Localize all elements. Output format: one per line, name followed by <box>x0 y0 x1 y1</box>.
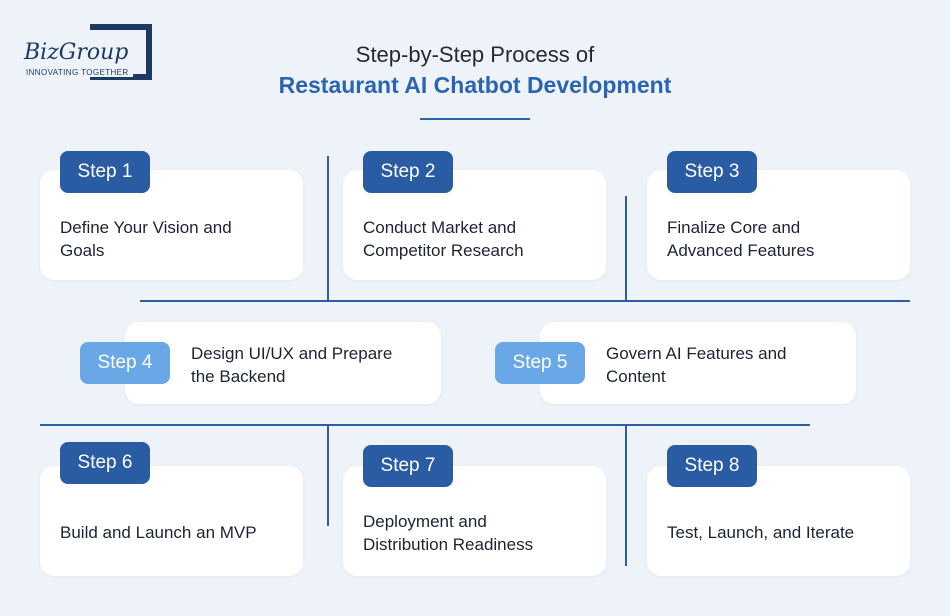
step-text-7: Deployment and Distribution Readiness <box>363 512 534 554</box>
step-badge-6: Step 6 <box>60 442 150 484</box>
logo-wordmark: BizGroup <box>24 40 133 66</box>
step-badge-1: Step 1 <box>60 151 150 193</box>
step-text-8: Test, Launch, and Iterate <box>667 523 855 542</box>
page-title-line1: Step-by-Step Process of <box>355 42 595 67</box>
step-badge-5: Step 5 <box>495 342 585 384</box>
step-card-5 <box>540 322 856 404</box>
title-underline <box>420 118 530 120</box>
step-text-2: Conduct Market and Competitor Research <box>363 218 524 260</box>
step-card-4 <box>125 322 441 404</box>
step-badge-7: Step 7 <box>363 445 453 487</box>
step-badge-8: Step 8 <box>667 445 757 487</box>
step-text-6: Build and Launch an MVP <box>60 523 257 542</box>
divider-vertical-2-3 <box>625 196 627 300</box>
bizgroup-logo: BizGroup INNOVATING TOGETHER <box>24 24 156 84</box>
divider-horizontal-top <box>140 300 910 302</box>
divider-horizontal-bottom <box>40 424 810 426</box>
logo-frame <box>90 24 152 80</box>
logo-tagline: INNOVATING TOGETHER <box>26 68 133 77</box>
page-title-line2: Restaurant AI Chatbot Development <box>278 72 672 98</box>
step-card-6 <box>40 466 303 576</box>
step-text-5: Govern AI Features and Content <box>606 344 787 386</box>
step-text-1: Define Your Vision and Goals <box>60 218 232 260</box>
step-badge-4: Step 4 <box>80 342 170 384</box>
step-text-3: Finalize Core and Advanced Features <box>667 218 815 260</box>
step-badge-3: Step 3 <box>667 151 757 193</box>
divider-vertical-6-7 <box>327 426 329 526</box>
step-text-4: Design UI/UX and Prepare the Backend <box>191 344 393 386</box>
divider-vertical-1-2 <box>327 156 329 300</box>
step-badge-2: Step 2 <box>363 151 453 193</box>
divider-vertical-7-8 <box>625 426 627 566</box>
